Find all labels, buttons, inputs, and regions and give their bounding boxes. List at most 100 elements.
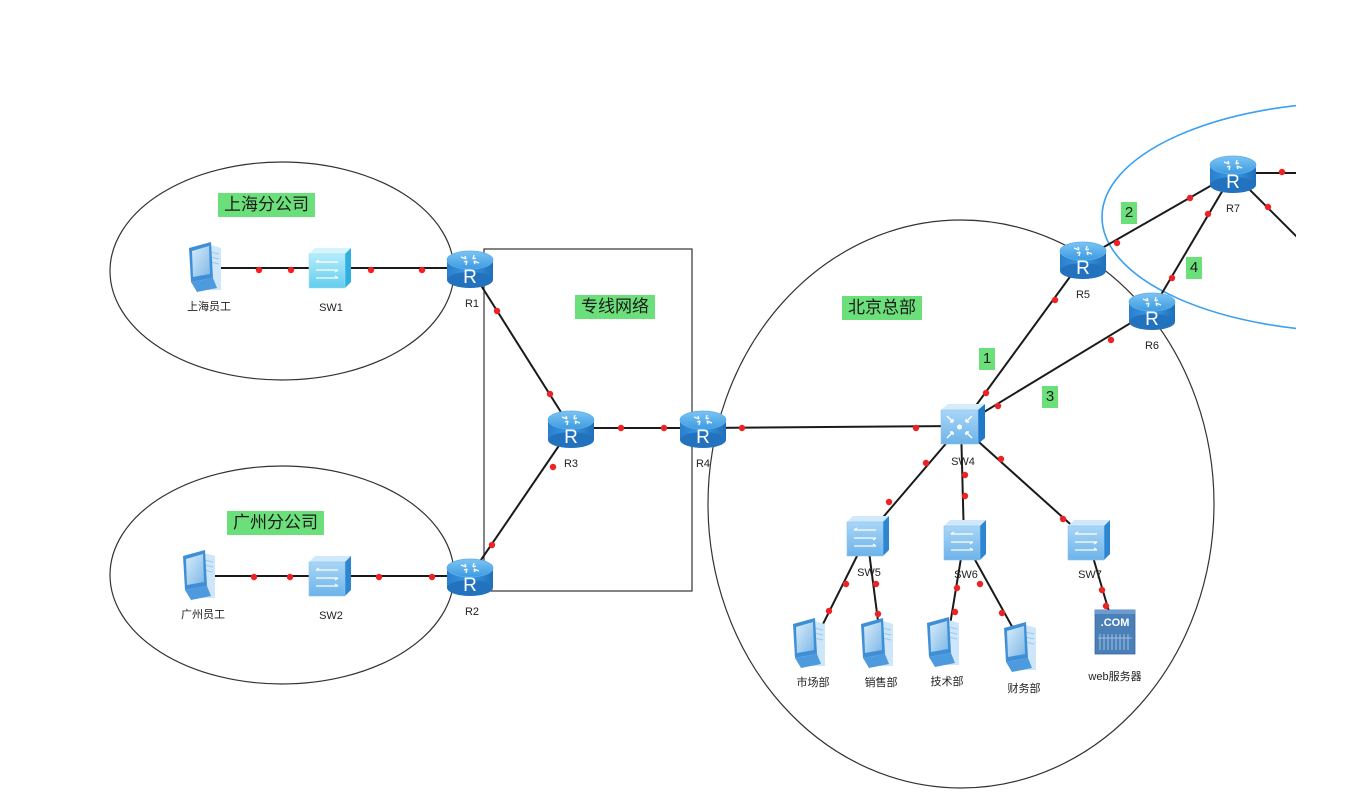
port-dot xyxy=(922,459,930,467)
port-dot xyxy=(1107,336,1115,344)
device-r1[interactable] xyxy=(446,250,494,289)
link-r5-r7[interactable] xyxy=(1082,172,1234,260)
device-label-web: web服务器 xyxy=(1088,671,1142,683)
device-r6[interactable] xyxy=(1128,292,1176,331)
link-number-badge: 2 xyxy=(1121,202,1137,224)
device-web[interactable]: .COM xyxy=(1094,609,1136,655)
router-icon xyxy=(446,250,494,289)
port-dot xyxy=(428,573,436,581)
router-icon xyxy=(1059,241,1107,280)
device-label-sw4: SW4 xyxy=(951,456,975,468)
device-pc_fin[interactable] xyxy=(1003,621,1037,673)
port-dot xyxy=(738,424,746,432)
device-pc_sh[interactable] xyxy=(188,241,222,293)
device-label-r6: R6 xyxy=(1144,340,1160,352)
router-icon xyxy=(679,410,727,449)
port-dot xyxy=(375,573,383,581)
device-sw2[interactable] xyxy=(308,555,352,597)
pc-icon xyxy=(926,616,960,668)
link-sw4-sw7[interactable] xyxy=(960,425,1089,541)
device-sw5[interactable] xyxy=(846,515,890,557)
router-icon xyxy=(446,558,494,597)
device-pc_gz[interactable] xyxy=(182,549,216,601)
port-dot xyxy=(994,402,1002,410)
device-r4[interactable] xyxy=(679,410,727,449)
device-label-sw1: SW1 xyxy=(319,302,343,314)
router-icon xyxy=(1209,155,1257,194)
region-label-shanghai: 上海分公司 xyxy=(218,193,315,217)
core-switch-icon xyxy=(940,403,986,445)
port-dot xyxy=(617,424,625,432)
device-r5[interactable] xyxy=(1059,241,1107,280)
device-sw6[interactable] xyxy=(943,519,987,561)
device-pc_sales[interactable] xyxy=(860,617,894,669)
port-dot xyxy=(1204,210,1212,218)
router-icon xyxy=(1128,292,1176,331)
device-sw7[interactable] xyxy=(1067,519,1111,561)
switch-icon xyxy=(1067,519,1111,561)
device-sw4[interactable] xyxy=(940,403,986,445)
link-number-badge: 4 xyxy=(1186,257,1202,279)
device-label-r7: R7 xyxy=(1225,203,1241,215)
port-dot xyxy=(842,580,850,588)
port-dot xyxy=(546,390,554,398)
region-beijing-boundary xyxy=(707,219,1215,789)
device-r2[interactable] xyxy=(446,558,494,597)
switch-icon xyxy=(308,247,352,289)
link-r2-r3[interactable] xyxy=(469,427,572,577)
port-dot xyxy=(961,471,969,479)
port-dot xyxy=(367,266,375,274)
pc-icon xyxy=(182,549,216,601)
pc-icon xyxy=(188,241,222,293)
device-label-r2: R2 xyxy=(464,606,480,618)
device-label-pc_sh: 上海员工 xyxy=(187,301,231,313)
region-external-boundary xyxy=(1101,104,1296,330)
port-dot xyxy=(287,266,295,274)
device-label-sw2: SW2 xyxy=(319,610,343,622)
link-number-badge: 3 xyxy=(1042,386,1058,408)
link-sw4-r5[interactable] xyxy=(960,258,1084,427)
device-r3[interactable] xyxy=(547,410,595,449)
port-dot xyxy=(998,609,1006,617)
port-dot xyxy=(549,463,557,471)
port-dot xyxy=(982,389,990,397)
device-label-sw7: SW7 xyxy=(1078,569,1102,581)
device-label-r4: R4 xyxy=(695,458,711,470)
port-dot xyxy=(997,455,1005,463)
port-dot xyxy=(1098,586,1106,594)
port-dot xyxy=(1113,239,1121,247)
device-label-sw6: SW6 xyxy=(954,569,978,581)
link-number-badge: 1 xyxy=(979,348,995,370)
port-dot xyxy=(951,608,959,616)
device-label-pc_gz: 广州员工 xyxy=(181,609,225,621)
topology-svg: R xyxy=(109,104,1296,789)
device-sw1[interactable] xyxy=(308,247,352,289)
link-sw4-r6[interactable] xyxy=(960,309,1153,427)
switch-icon xyxy=(308,555,352,597)
diagram-canvas: R xyxy=(109,104,1296,789)
device-r7[interactable] xyxy=(1209,155,1257,194)
port-dot xyxy=(1059,515,1067,523)
device-label-pc_mkt: 市场部 xyxy=(796,677,830,689)
device-label-pc_sales: 销售部 xyxy=(864,677,898,689)
port-dot xyxy=(885,498,893,506)
port-dot xyxy=(250,573,258,581)
device-label-pc_fin: 财务部 xyxy=(1007,683,1041,695)
port-dot xyxy=(874,610,882,618)
link-r1-r3[interactable] xyxy=(469,267,572,429)
port-dot xyxy=(953,584,961,592)
port-dot xyxy=(1278,168,1286,176)
link-r6-r7[interactable] xyxy=(1151,172,1234,311)
region-label-leased: 专线网络 xyxy=(575,295,655,319)
router-icon xyxy=(547,410,595,449)
port-dot xyxy=(1102,602,1110,610)
port-dot xyxy=(418,266,426,274)
port-dot xyxy=(825,607,833,615)
port-dot xyxy=(872,580,880,588)
port-dot xyxy=(488,541,496,549)
pc-icon xyxy=(1003,621,1037,673)
device-pc_mkt[interactable] xyxy=(792,617,826,669)
port-dot xyxy=(912,424,920,432)
port-dot xyxy=(961,492,969,500)
device-pc_tech[interactable] xyxy=(926,616,960,668)
